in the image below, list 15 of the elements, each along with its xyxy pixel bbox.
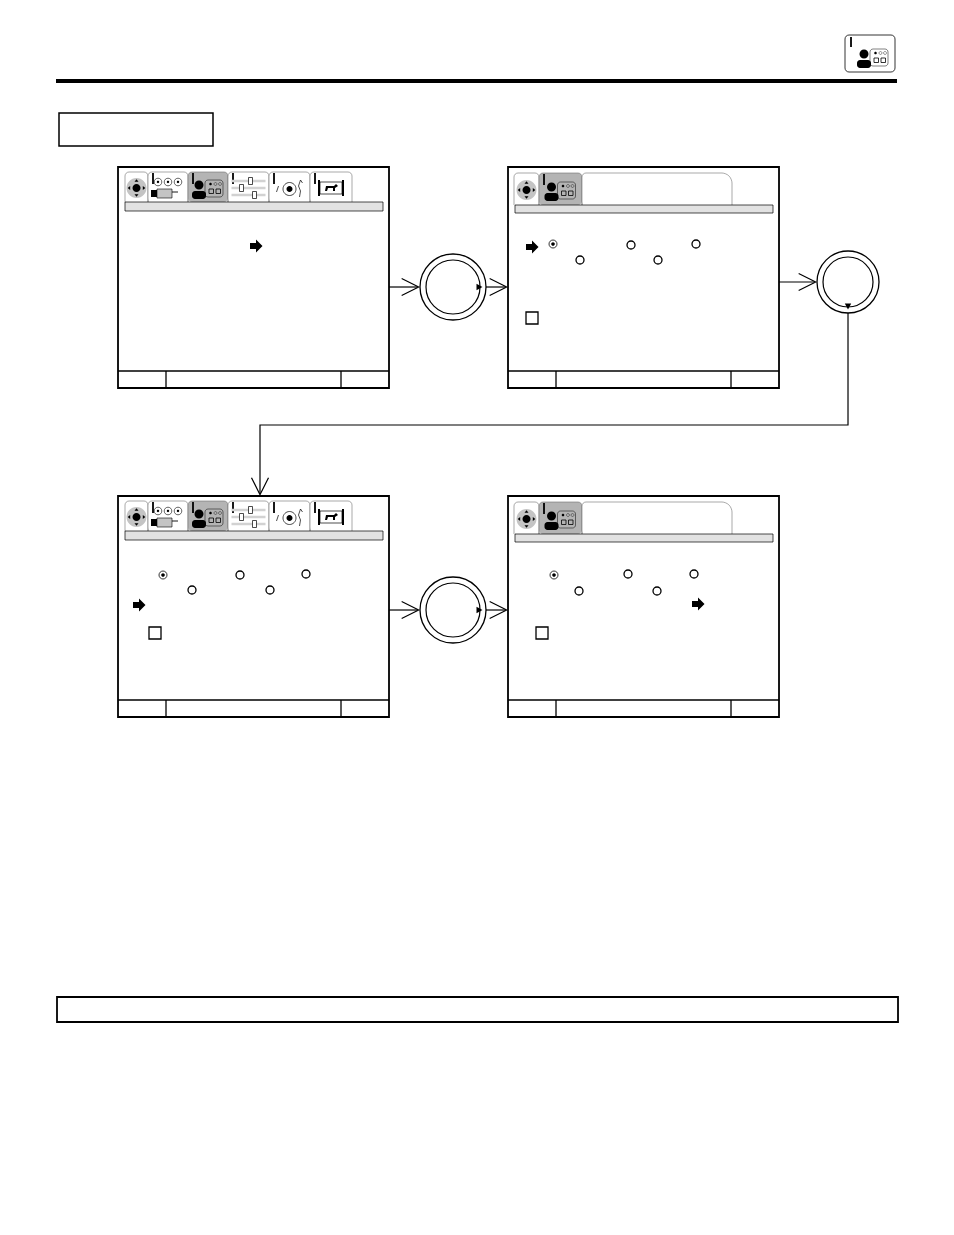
dial bbox=[419, 253, 487, 321]
dial bbox=[419, 576, 487, 644]
note-bar bbox=[56, 996, 899, 1023]
arrow bbox=[778, 272, 817, 292]
menu-screen bbox=[117, 166, 390, 389]
arrow bbox=[388, 600, 420, 620]
menu-screen bbox=[507, 495, 780, 718]
heading-box bbox=[58, 112, 214, 147]
arrow bbox=[485, 277, 508, 297]
arrow bbox=[388, 277, 420, 297]
arrow bbox=[485, 600, 508, 620]
menu-screen bbox=[507, 166, 780, 389]
menu-screen bbox=[117, 495, 390, 718]
arrow bbox=[250, 312, 849, 496]
dial bbox=[816, 250, 880, 314]
